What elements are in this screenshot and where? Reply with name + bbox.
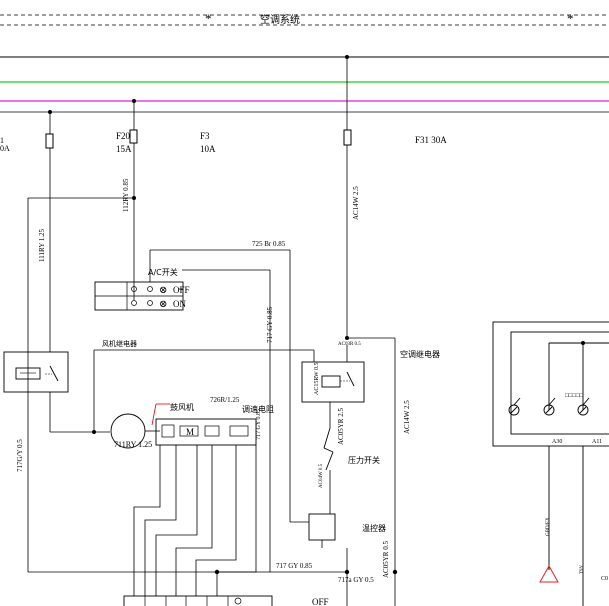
ac-relay: [301, 345, 365, 403]
svg-text:鼓风机: 鼓风机: [170, 402, 194, 412]
svg-text:OFF: OFF: [173, 285, 190, 295]
right-label-a30: A30: [552, 439, 562, 445]
junction-dot: [214, 569, 220, 575]
header-mark-right: *: [567, 11, 574, 26]
ac-switch: A/C开关 ⊗ ⊗ OFF ON: [94, 267, 190, 311]
wire-label-717gy-bottom: 717 GY 0.85: [276, 562, 313, 570]
fuse-f3: F3 10A: [200, 131, 216, 154]
right-panel: [492, 321, 609, 606]
svg-text:F31 30A: F31 30A: [415, 135, 447, 145]
wire-label-717a: 717a GY 0.5: [338, 576, 374, 584]
header-rule: [0, 14, 609, 26]
svg-text:1: 1: [0, 136, 4, 145]
blower-label: 鼓风机: [151, 402, 194, 426]
junction-dot: [392, 569, 398, 575]
svg-text:调速电阻: 调速电阻: [242, 404, 274, 414]
header-mark-left: *: [205, 11, 212, 26]
svg-text:M: M: [186, 427, 194, 437]
right-dots-label: □□□□□: [565, 393, 583, 399]
fan-relay: [3, 351, 69, 393]
pressure-switch-label: 压力开关: [348, 455, 380, 465]
lamp-icon: [577, 397, 590, 416]
right-label-a11: A11: [592, 439, 602, 445]
wire-label-112: 112RY 0.85: [122, 178, 130, 212]
right-bottom-label: C0: [601, 576, 608, 582]
lamp-icon: [543, 397, 556, 416]
ground-triangle-icon: [539, 564, 559, 583]
svg-text:15A: 15A: [116, 144, 132, 154]
wire-label-right-a: GBD/EX: [546, 517, 551, 536]
wire-label-ac14b: AC14W 2.5: [403, 400, 411, 434]
lamp-icon: [508, 397, 521, 416]
wire-label-ac05-25: AC05YR 2.5: [337, 408, 345, 445]
wire-label-717-05: 717G/Y 0.5: [16, 439, 24, 472]
bottom-off-label: OFF: [312, 597, 329, 606]
svg-text:⊗: ⊗: [159, 299, 167, 310]
wire-label-ac05-05: AC05YR 0.5: [382, 541, 390, 578]
wire-label-ac03: AC03R 0.5: [338, 342, 361, 347]
bottom-connector: [123, 595, 273, 606]
svg-text:ON: ON: [173, 299, 186, 309]
svg-text:717 GY 0.85: 717 GY 0.85: [256, 409, 262, 440]
svg-text:⊗: ⊗: [159, 285, 167, 296]
junction-dot: [581, 341, 585, 345]
wire-label-111: 111RY 1.25: [38, 228, 46, 262]
pressure-switch: [323, 427, 334, 514]
fuse-f20: F20 15A: [116, 101, 138, 300]
thermostat: [308, 513, 336, 548]
wire-label-725: 725 Br 0.85: [252, 240, 286, 248]
thermostat-label: 温控器: [362, 523, 386, 533]
svg-text:0A: 0A: [0, 144, 10, 153]
blower-motor: 711RY 1.25: [110, 413, 160, 449]
wire-label-right-b: T9Y: [580, 564, 585, 574]
fan-relay-label: 风机继电器: [102, 339, 137, 348]
wire-label-ac14: AC14W 2.5: [352, 186, 360, 220]
fuse-f31: F31 30A: [343, 57, 447, 338]
svg-text:726R/1.25: 726R/1.25: [210, 396, 240, 404]
ac-relay-label: 空调继电器: [400, 349, 440, 359]
speed-resistor: M 726R/1.25 调速电阻 717 GY 0.85: [155, 396, 274, 446]
svg-text:711RY 1.25: 711RY 1.25: [114, 440, 152, 449]
harness-lines: [133, 445, 257, 596]
svg-text:10A: 10A: [200, 144, 216, 154]
junction-dot: [92, 430, 96, 434]
svg-text:F20: F20: [116, 131, 131, 141]
fuse-left: 1 0A: [0, 112, 54, 352]
wire-label-ac04: AC04W 0.5: [319, 463, 324, 488]
wire-label-ac15: AC15RW 0.5: [314, 362, 320, 395]
svg-text:F3: F3: [200, 131, 210, 141]
header-title: 空调系统: [260, 13, 300, 26]
junction-dot: [344, 569, 350, 575]
svg-text:A/C开关: A/C开关: [148, 267, 178, 277]
